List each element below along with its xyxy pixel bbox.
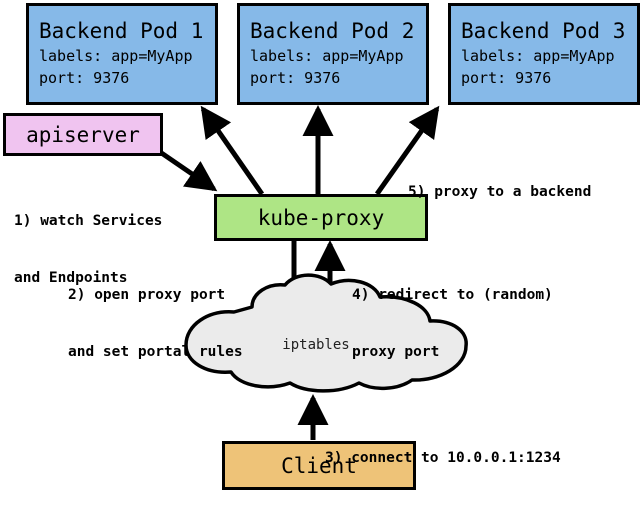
backend-pod-1-labels: labels: app=MyApp [39,46,193,65]
kube-proxy-label: kube-proxy [257,205,385,230]
iptables-cloud-layer [184,273,468,393]
edge-label-2-line-1: 2) open proxy port [68,287,226,303]
backend-pod-2-title: Backend Pod 2 [250,18,415,43]
backend-pod-2-box[interactable]: Backend Pod 2 labels: app=MyApp port: 93… [237,3,429,105]
backend-pod-3-port: port: 9376 [461,68,552,87]
edge-label-3-line-1: 3) connect to 10.0.0.1:1234 [325,450,561,466]
backend-pod-2-port: port: 9376 [250,68,341,87]
backend-pod-1-box[interactable]: Backend Pod 1 labels: app=MyApp port: 93… [26,3,218,105]
iptables-label: iptables [282,337,350,353]
backend-pod-3-labels: labels: app=MyApp [461,46,615,65]
edge-label-4-line-2: proxy port [352,344,440,360]
backend-pod-1-title: Backend Pod 1 [39,18,204,43]
edge-label-4-line-1: 4) redirect to (random) [352,287,553,303]
client-box[interactable]: Client [222,441,416,490]
backend-pod-1-port: port: 9376 [39,68,130,87]
kube-proxy-box[interactable]: kube-proxy [214,194,428,241]
edge-label-5: 5) proxy to a backend [408,145,591,240]
apiserver-box[interactable]: apiserver [3,113,163,156]
client-label: Client [281,453,357,478]
backend-pod-3-title: Backend Pod 3 [461,18,626,43]
backend-pod-2-labels: labels: app=MyApp [250,46,404,65]
edge-label-2: 2) open proxy port and set portal rules [68,248,243,400]
edge-label-3: 3) connect to 10.0.0.1:1234 [325,411,561,506]
arrow-apiserver-to-kube-proxy [158,149,218,192]
edge-label-2-line-2: and set portal rules [68,344,243,360]
arrow-kube-proxy-to-pod-1 [200,105,265,196]
backend-pod-3-box[interactable]: Backend Pod 3 labels: app=MyApp port: 93… [448,3,640,105]
kube-proxy-flow-diagram: iptables Backend Pod 1 labels: app=MyApp… [3,3,640,490]
edge-label-1-line-2: and Endpoints [14,270,128,286]
edge-label-1-line-1: 1) watch Services [14,213,163,229]
edge-label-4: 4) redirect to (random) proxy port [352,248,553,400]
iptables-cloud-shape [184,273,468,393]
arrow-kube-proxy-to-pod-3 [374,105,440,196]
apiserver-label: apiserver [26,122,140,147]
edge-label-5-line-1: 5) proxy to a backend [408,184,592,200]
edge-label-1: 1) watch Services and Endpoints [14,174,162,326]
